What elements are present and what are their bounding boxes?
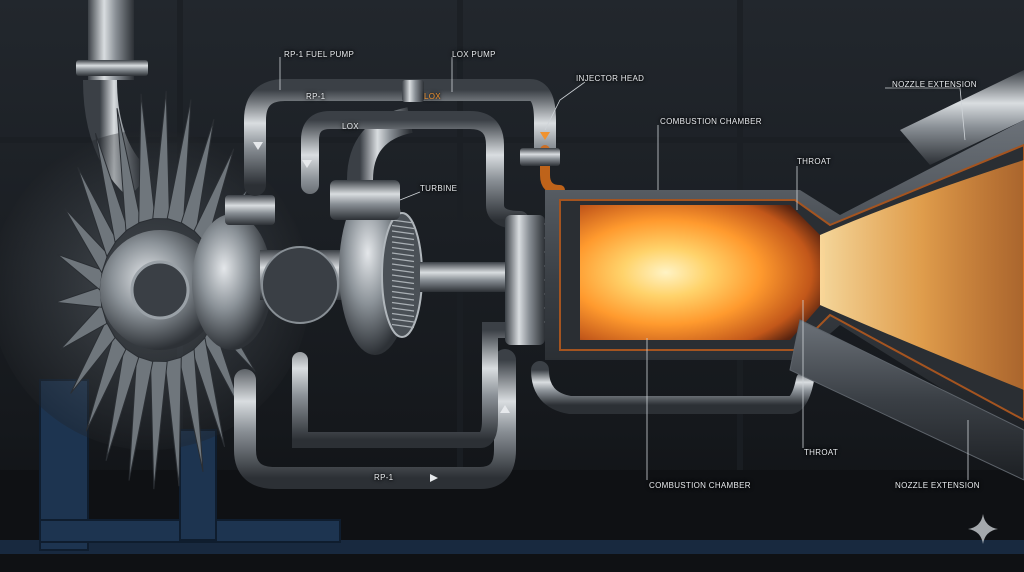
label-nozzle-extension-bottom: NOZZLE EXTENSION [895,481,980,490]
turbine-blade [105,346,140,462]
gear-tooth [391,257,415,263]
turbine-blade [94,132,129,244]
gear-tooth [391,241,415,246]
label-lox-pump: LOX PUMP [452,50,496,59]
gear-tooth [391,263,415,268]
label-combustion-chamber-bottom: COMBUSTION CHAMBER [649,481,751,490]
label-rp1-upper: RP-1 [306,92,326,101]
gear-tooth [391,235,415,241]
turbine-blade [116,108,142,232]
turbine-blade [149,360,168,490]
turbine-blade [59,303,108,351]
turbine-blade [191,336,226,448]
combustion-flame [580,205,825,340]
turbine-blade [166,99,192,225]
gear-tooth [391,301,415,307]
label-rp1-fuel-pump: RP-1 FUEL PUMP [284,50,355,59]
label-lox-upper: LOX [424,92,441,101]
exhaust-plume [820,160,1024,390]
gear-tooth [391,224,415,230]
gear-tooth [391,252,415,257]
turbine-blade [152,90,171,220]
gear-tooth [391,279,415,285]
gear-tooth [391,323,415,329]
gear-tooth [391,219,415,224]
label-nozzle-extension-top: NOZZLE EXTENSION [892,80,977,89]
leader-lines [279,57,969,480]
gear-tooth [391,268,415,274]
turbine-blade [178,348,204,472]
turbine-blade [64,208,109,274]
gear-tooth [391,285,415,290]
turbine-blade [138,93,156,224]
label-lox-mid: LOX [342,122,359,131]
gear-tooth [391,274,415,279]
gear-tooth [391,246,415,252]
gear-tooth [391,307,415,312]
label-throat-bottom: THROAT [804,448,839,457]
label-injector-head: INJECTOR HEAD [576,74,645,83]
gear-tooth [391,296,415,301]
label-throat-top: THROAT [797,157,832,166]
turbine-blade [77,166,118,258]
turbine-blade [193,148,235,246]
gear-tooth [391,290,415,296]
flow-arrows [253,142,510,482]
gear-tooth [391,318,415,323]
turbine-blade [85,334,127,432]
label-rp1-lower: RP-1 [374,473,394,482]
turbine-blade [180,118,215,234]
turbine-blade [164,356,182,487]
turbine-blade [128,355,154,481]
label-turbine: TURBINE [420,184,458,193]
turbine-blade [70,319,116,394]
gear-tooth [391,312,415,318]
sparkle-icon [968,514,998,544]
label-combustion-chamber-top: COMBUSTION CHAMBER [660,117,762,126]
gear-tooth [391,230,415,235]
